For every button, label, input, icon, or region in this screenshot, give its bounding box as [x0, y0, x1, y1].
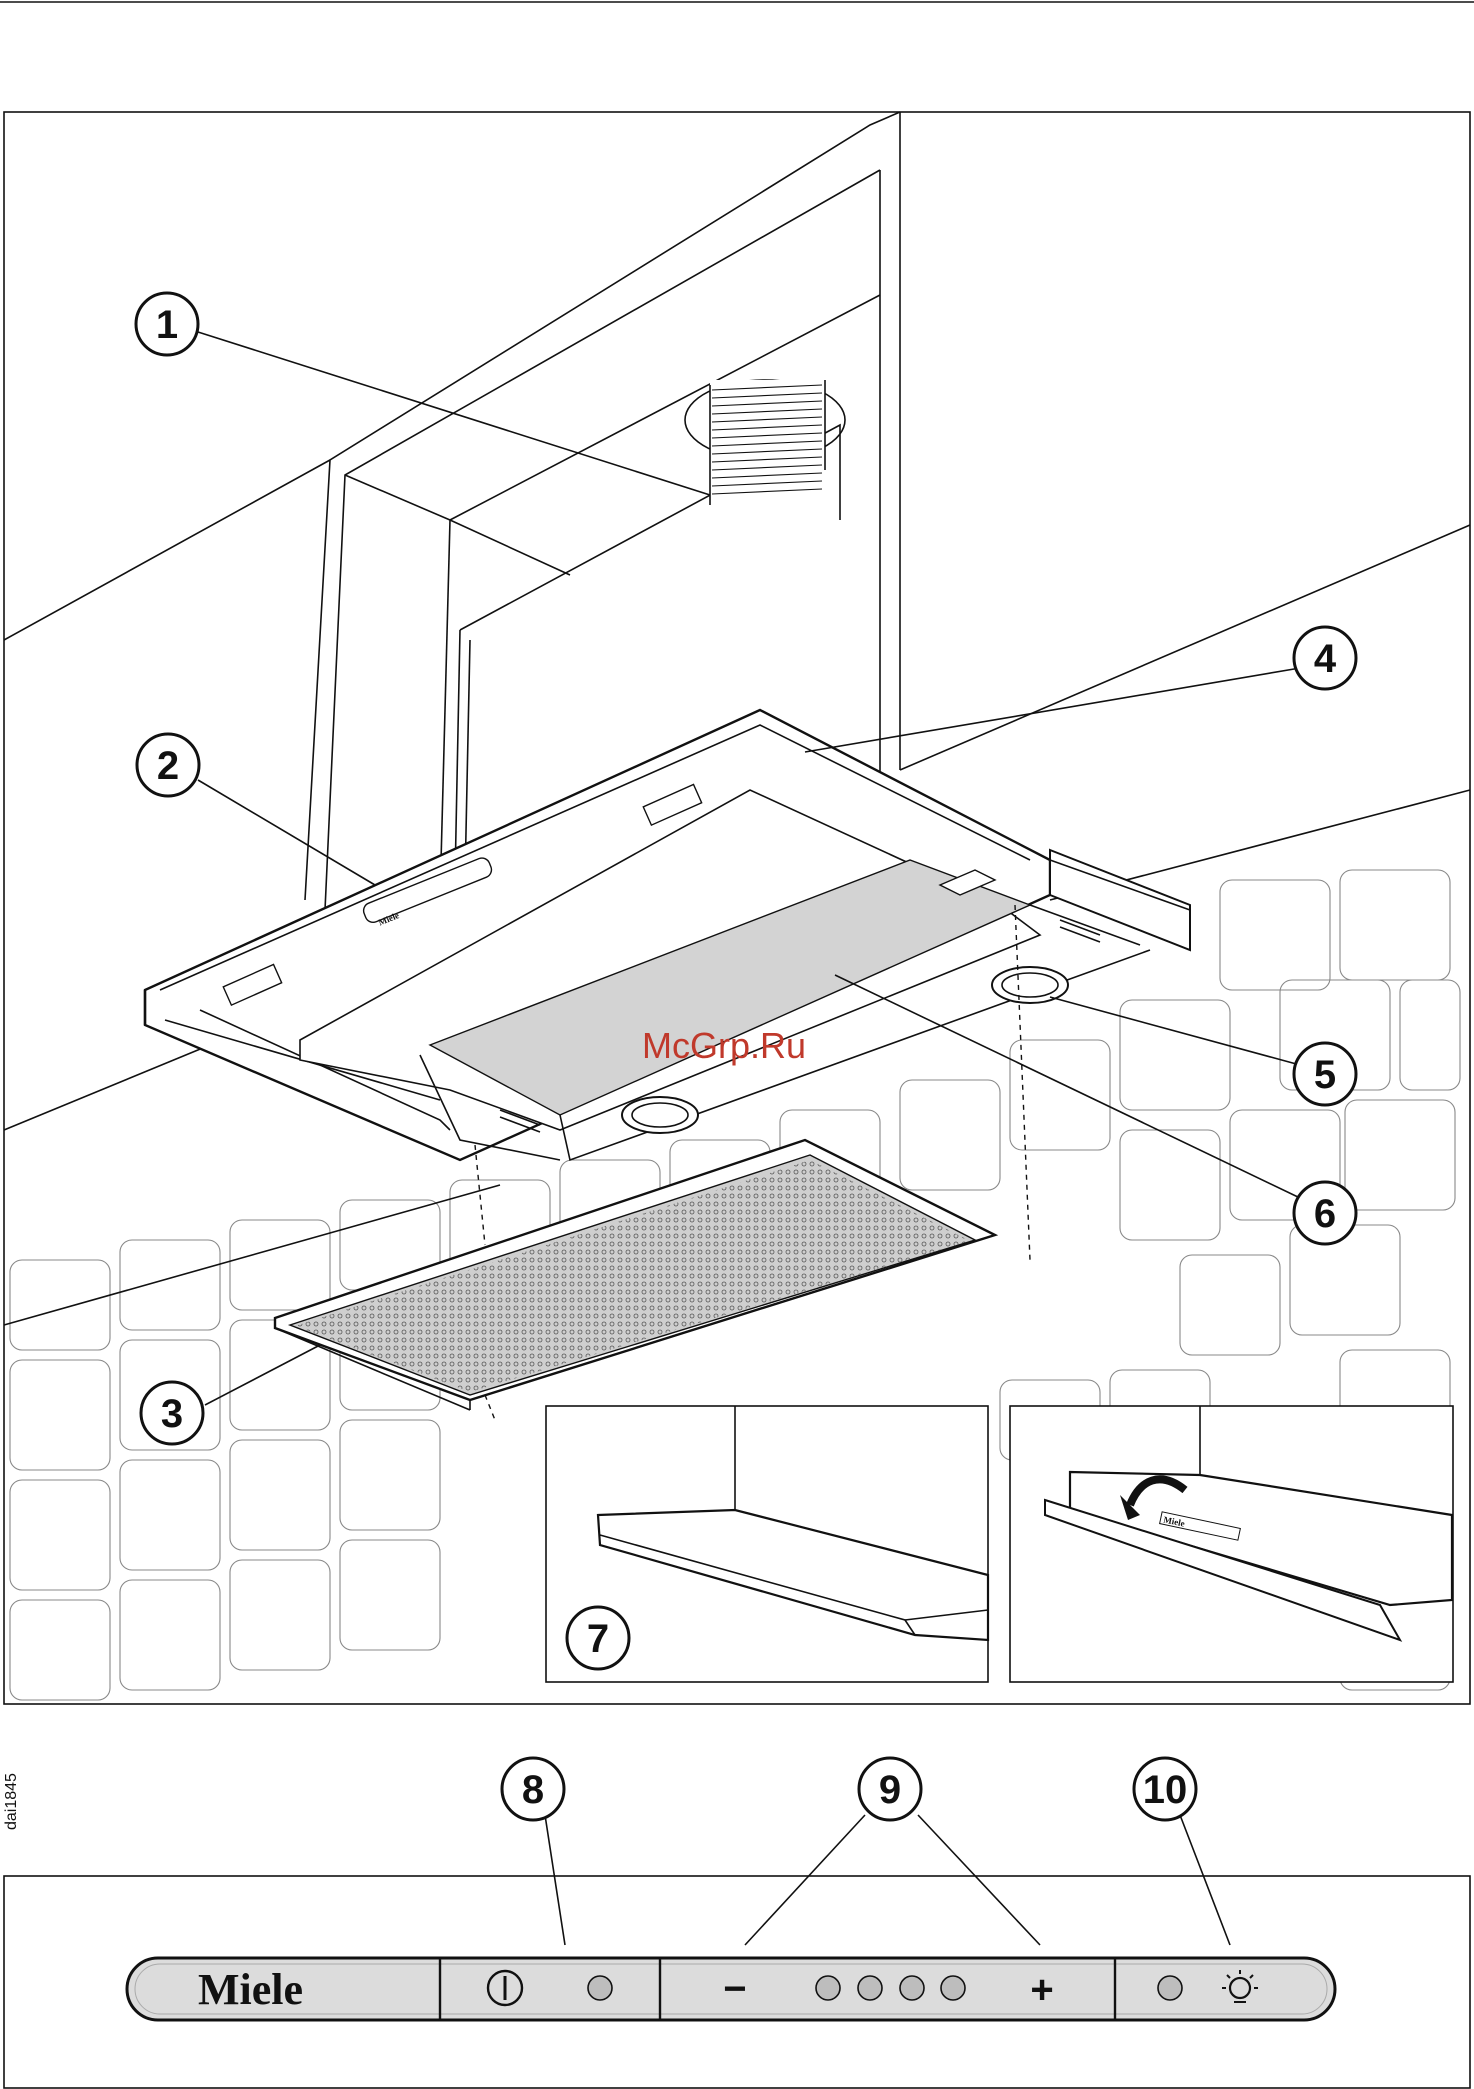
callout-3: 3: [141, 1382, 203, 1444]
fan-level-2-indicator: [858, 1976, 882, 2000]
callout-8: 8: [502, 1758, 564, 1820]
callout-5: 5: [1294, 1043, 1356, 1105]
svg-text:7: 7: [587, 1617, 609, 1661]
svg-text:2: 2: [157, 744, 179, 788]
svg-text:5: 5: [1314, 1053, 1336, 1097]
svg-text:8: 8: [522, 1768, 544, 1812]
svg-text:4: 4: [1314, 637, 1337, 681]
fan-level-1-indicator: [816, 1976, 840, 2000]
inset-panel-right: Miele: [1010, 1406, 1453, 1682]
callout-1: 1: [136, 293, 198, 355]
panel-brand-logo: Miele: [198, 1965, 303, 2014]
svg-text:10: 10: [1143, 1768, 1188, 1812]
plus-label: +: [1030, 1968, 1053, 2012]
power-indicator: [588, 1976, 612, 2000]
grease-filter: [275, 1140, 995, 1410]
callout-10: 10: [1134, 1758, 1196, 1820]
fan-plus-button[interactable]: +: [1030, 1968, 1053, 2012]
callout-4: 4: [1294, 627, 1356, 689]
kitchen-cabinet: [4, 112, 1470, 1325]
watermark-text: McGrp.Ru: [642, 1025, 806, 1066]
fan-level-4-indicator: [941, 1976, 965, 2000]
document-id: dai1845: [3, 1773, 20, 1830]
svg-text:9: 9: [879, 1768, 901, 1812]
fan-minus-button[interactable]: −: [723, 1967, 746, 2011]
callout-2: 2: [137, 734, 199, 796]
svg-text:3: 3: [161, 1392, 183, 1436]
fan-level-3-indicator: [900, 1976, 924, 2000]
callout-9: 9: [859, 1758, 921, 1820]
control-panel: Miele − +: [127, 1958, 1335, 2020]
callout-7: 7: [567, 1607, 629, 1669]
svg-text:6: 6: [1314, 1192, 1336, 1236]
light-indicator: [1158, 1976, 1182, 2000]
callout-6: 6: [1294, 1182, 1356, 1244]
svg-text:1: 1: [156, 303, 178, 347]
leader-lines: [198, 332, 1300, 1945]
extractor-hood: Miele: [145, 710, 1190, 1160]
minus-label: −: [723, 1967, 746, 2011]
duct-hose: [685, 380, 845, 505]
